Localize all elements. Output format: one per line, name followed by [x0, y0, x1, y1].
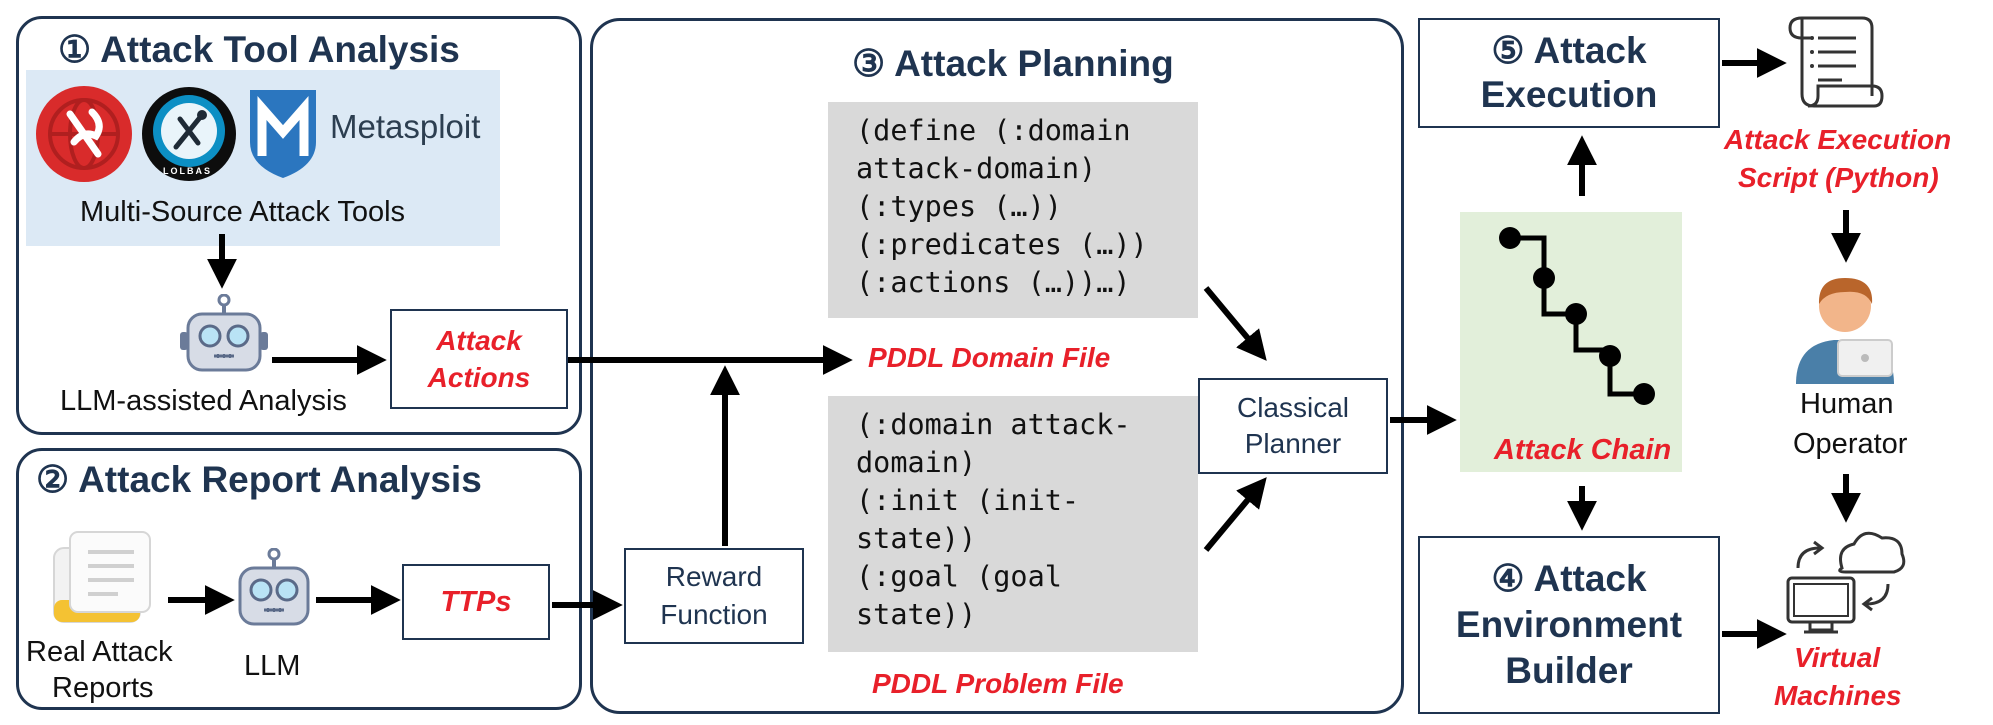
attack-chain-background	[1460, 212, 1682, 472]
tool-analysis-title: ① Attack Tool Analysis	[58, 29, 460, 70]
llm-robot-icon	[180, 294, 268, 372]
script-label-2: Script (Python)	[1738, 162, 1939, 193]
reward-text-2: Function	[660, 599, 768, 630]
attack-chain-path-icon	[1499, 227, 1655, 405]
pddl-domain-label: PDDL Domain File	[868, 342, 1111, 373]
attack-planning-panel	[590, 18, 1404, 714]
pddl-problem-code: (:domain attack- domain) (:init (init- s…	[828, 396, 1198, 652]
human-operator-label-2: Operator	[1793, 428, 1908, 460]
ttps-text: TTPs	[440, 585, 512, 618]
redteam-tool-logo-icon	[36, 86, 132, 182]
lolbas-logo-text: LOLBAS	[163, 166, 212, 176]
attack-actions-box: Attack Actions	[390, 309, 568, 409]
attack-planning-title: ③ Attack Planning	[852, 43, 1174, 84]
attack-chain-label: Attack Chain	[1494, 434, 1672, 466]
arrow-domain-to-planner	[1203, 286, 1267, 361]
attack-execution-box: ⑤ Attack Execution	[1418, 18, 1720, 128]
reward-function-box: Reward Function	[624, 548, 804, 644]
execution-title-1: ⑤ Attack	[1491, 30, 1647, 71]
execution-title-2: Execution	[1480, 74, 1658, 115]
report-analysis-title: ② Attack Report Analysis	[36, 459, 482, 500]
llm-robot-icon	[238, 548, 310, 626]
real-attack-reports-label-1: Real Attack	[26, 636, 173, 668]
tool-analysis-panel	[16, 16, 582, 435]
script-label-1: Attack Execution	[1724, 124, 1952, 155]
tools-caption: Multi-Source Attack Tools	[80, 196, 406, 228]
builder-title-2: Environment	[1455, 604, 1683, 645]
script-scroll-icon	[1788, 16, 1884, 108]
lolbas-logo-icon	[142, 87, 236, 181]
attack-reports-icon	[53, 531, 151, 623]
environment-builder-box: ④ Attack Environment Builder	[1418, 536, 1720, 714]
report-analysis-panel	[16, 448, 582, 710]
llm-label: LLM	[244, 650, 301, 682]
virtual-machines-label-2: Machines	[1774, 680, 1902, 711]
planner-text-1: Classical	[1236, 392, 1350, 423]
metasploit-label: Metasploit	[330, 108, 481, 145]
attack-actions-text: Attack Actions	[427, 325, 531, 393]
pddl-problem-label: PDDL Problem File	[872, 668, 1124, 699]
reward-text-1: Reward	[665, 561, 763, 592]
llm-assisted-label: LLM-assisted Analysis	[60, 385, 347, 417]
arrow-problem-to-planner	[1203, 477, 1267, 552]
builder-title-3: Builder	[1505, 650, 1633, 691]
classical-planner-box: Classical Planner	[1198, 378, 1388, 474]
builder-title-1: ④ Attack	[1491, 558, 1647, 599]
human-operator-label-1: Human	[1800, 388, 1894, 420]
ttps-box: TTPs	[402, 564, 550, 640]
metasploit-logo-icon	[250, 90, 316, 178]
virtual-machines-label-1: Virtual	[1794, 642, 1881, 673]
virtual-machine-cloud-icon	[1786, 531, 1906, 634]
real-attack-reports-label-2: Reports	[52, 672, 154, 704]
planner-text-2: Planner	[1244, 428, 1342, 459]
pddl-domain-code: (define (:domain attack-domain) (:types …	[828, 102, 1198, 318]
human-operator-icon	[1796, 278, 1894, 384]
